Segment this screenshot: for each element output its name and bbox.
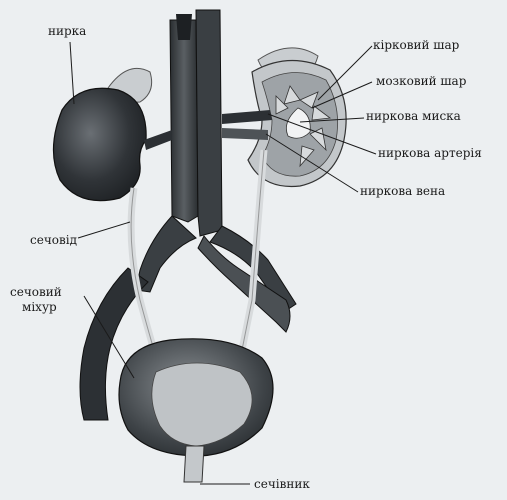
renal-vein xyxy=(222,128,268,140)
label-bladder-line1: сечовий xyxy=(10,285,62,299)
vessel-top xyxy=(176,14,192,40)
label-renal-artery: ниркова артерія xyxy=(378,146,482,160)
label-renal-pelvis: ниркова миска xyxy=(366,109,461,123)
label-urethra: сечівник xyxy=(254,477,310,491)
left-kidney xyxy=(53,88,146,200)
label-bladder-line2: міхур xyxy=(22,300,57,314)
label-ureter: сечовід xyxy=(30,233,77,247)
abdominal-aorta xyxy=(196,10,222,236)
label-cortex: кірковий шар xyxy=(373,38,459,52)
label-kidney: нирка xyxy=(48,24,86,38)
label-medulla: мозковий шар xyxy=(376,74,466,88)
urethra-shape xyxy=(184,446,204,482)
left-renal-vessels xyxy=(144,130,172,150)
inferior-vena-cava xyxy=(170,20,198,222)
label-renal-vein: ниркова вена xyxy=(360,184,445,198)
